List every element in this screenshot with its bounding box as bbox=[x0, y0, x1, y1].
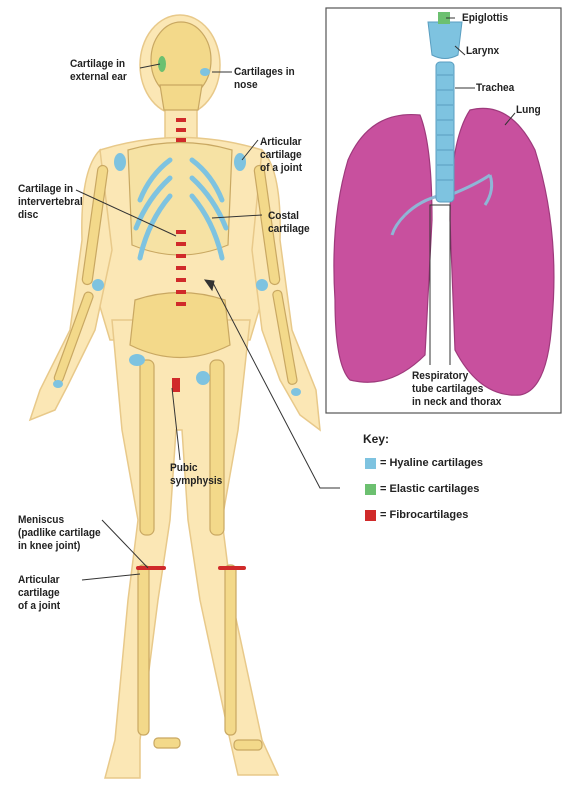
key-title: Key: bbox=[363, 432, 389, 446]
elastic-key-label: = Elastic cartilages bbox=[380, 483, 479, 495]
key-elastic: = Elastic cartilages bbox=[365, 482, 479, 496]
lung-label: Lung bbox=[516, 104, 541, 117]
body-silhouette bbox=[30, 15, 320, 778]
key-fibro: = Fibrocartilages bbox=[365, 508, 468, 522]
nose-label: Cartilages in nose bbox=[234, 66, 295, 92]
fibro-key-label: = Fibrocartilages bbox=[380, 509, 468, 521]
epiglottis-label: Epiglottis bbox=[462, 12, 508, 25]
meniscus-label: Meniscus (padlike cartilage in knee join… bbox=[18, 514, 101, 553]
articular-cartilage-knee-label: Articular cartilage of a joint bbox=[18, 574, 60, 613]
costal-cartilage-label: Costal cartilage bbox=[268, 210, 310, 236]
nose-cartilage bbox=[200, 68, 210, 76]
fibro-swatch bbox=[365, 510, 376, 521]
larynx-label: Larynx bbox=[466, 45, 499, 58]
hyaline-swatch bbox=[365, 458, 376, 469]
knee-menisci bbox=[136, 566, 246, 570]
articular-cartilage-top-label: Articular cartilage of a joint bbox=[260, 136, 302, 175]
intervertebral-disc-label: Cartilage in intervertebral disc bbox=[18, 183, 83, 222]
hyaline-key-label: = Hyaline cartilages bbox=[380, 457, 483, 469]
key-hyaline: = Hyaline cartilages bbox=[365, 456, 483, 470]
elastic-swatch bbox=[365, 484, 376, 495]
trachea-label: Trachea bbox=[476, 82, 514, 95]
external-ear-label: Cartilage in external ear bbox=[70, 58, 127, 84]
respiratory-tube-label: Respiratory tube cartilages in neck and … bbox=[412, 370, 501, 409]
pubic-symphysis-label: Pubic symphysis bbox=[170, 462, 222, 488]
